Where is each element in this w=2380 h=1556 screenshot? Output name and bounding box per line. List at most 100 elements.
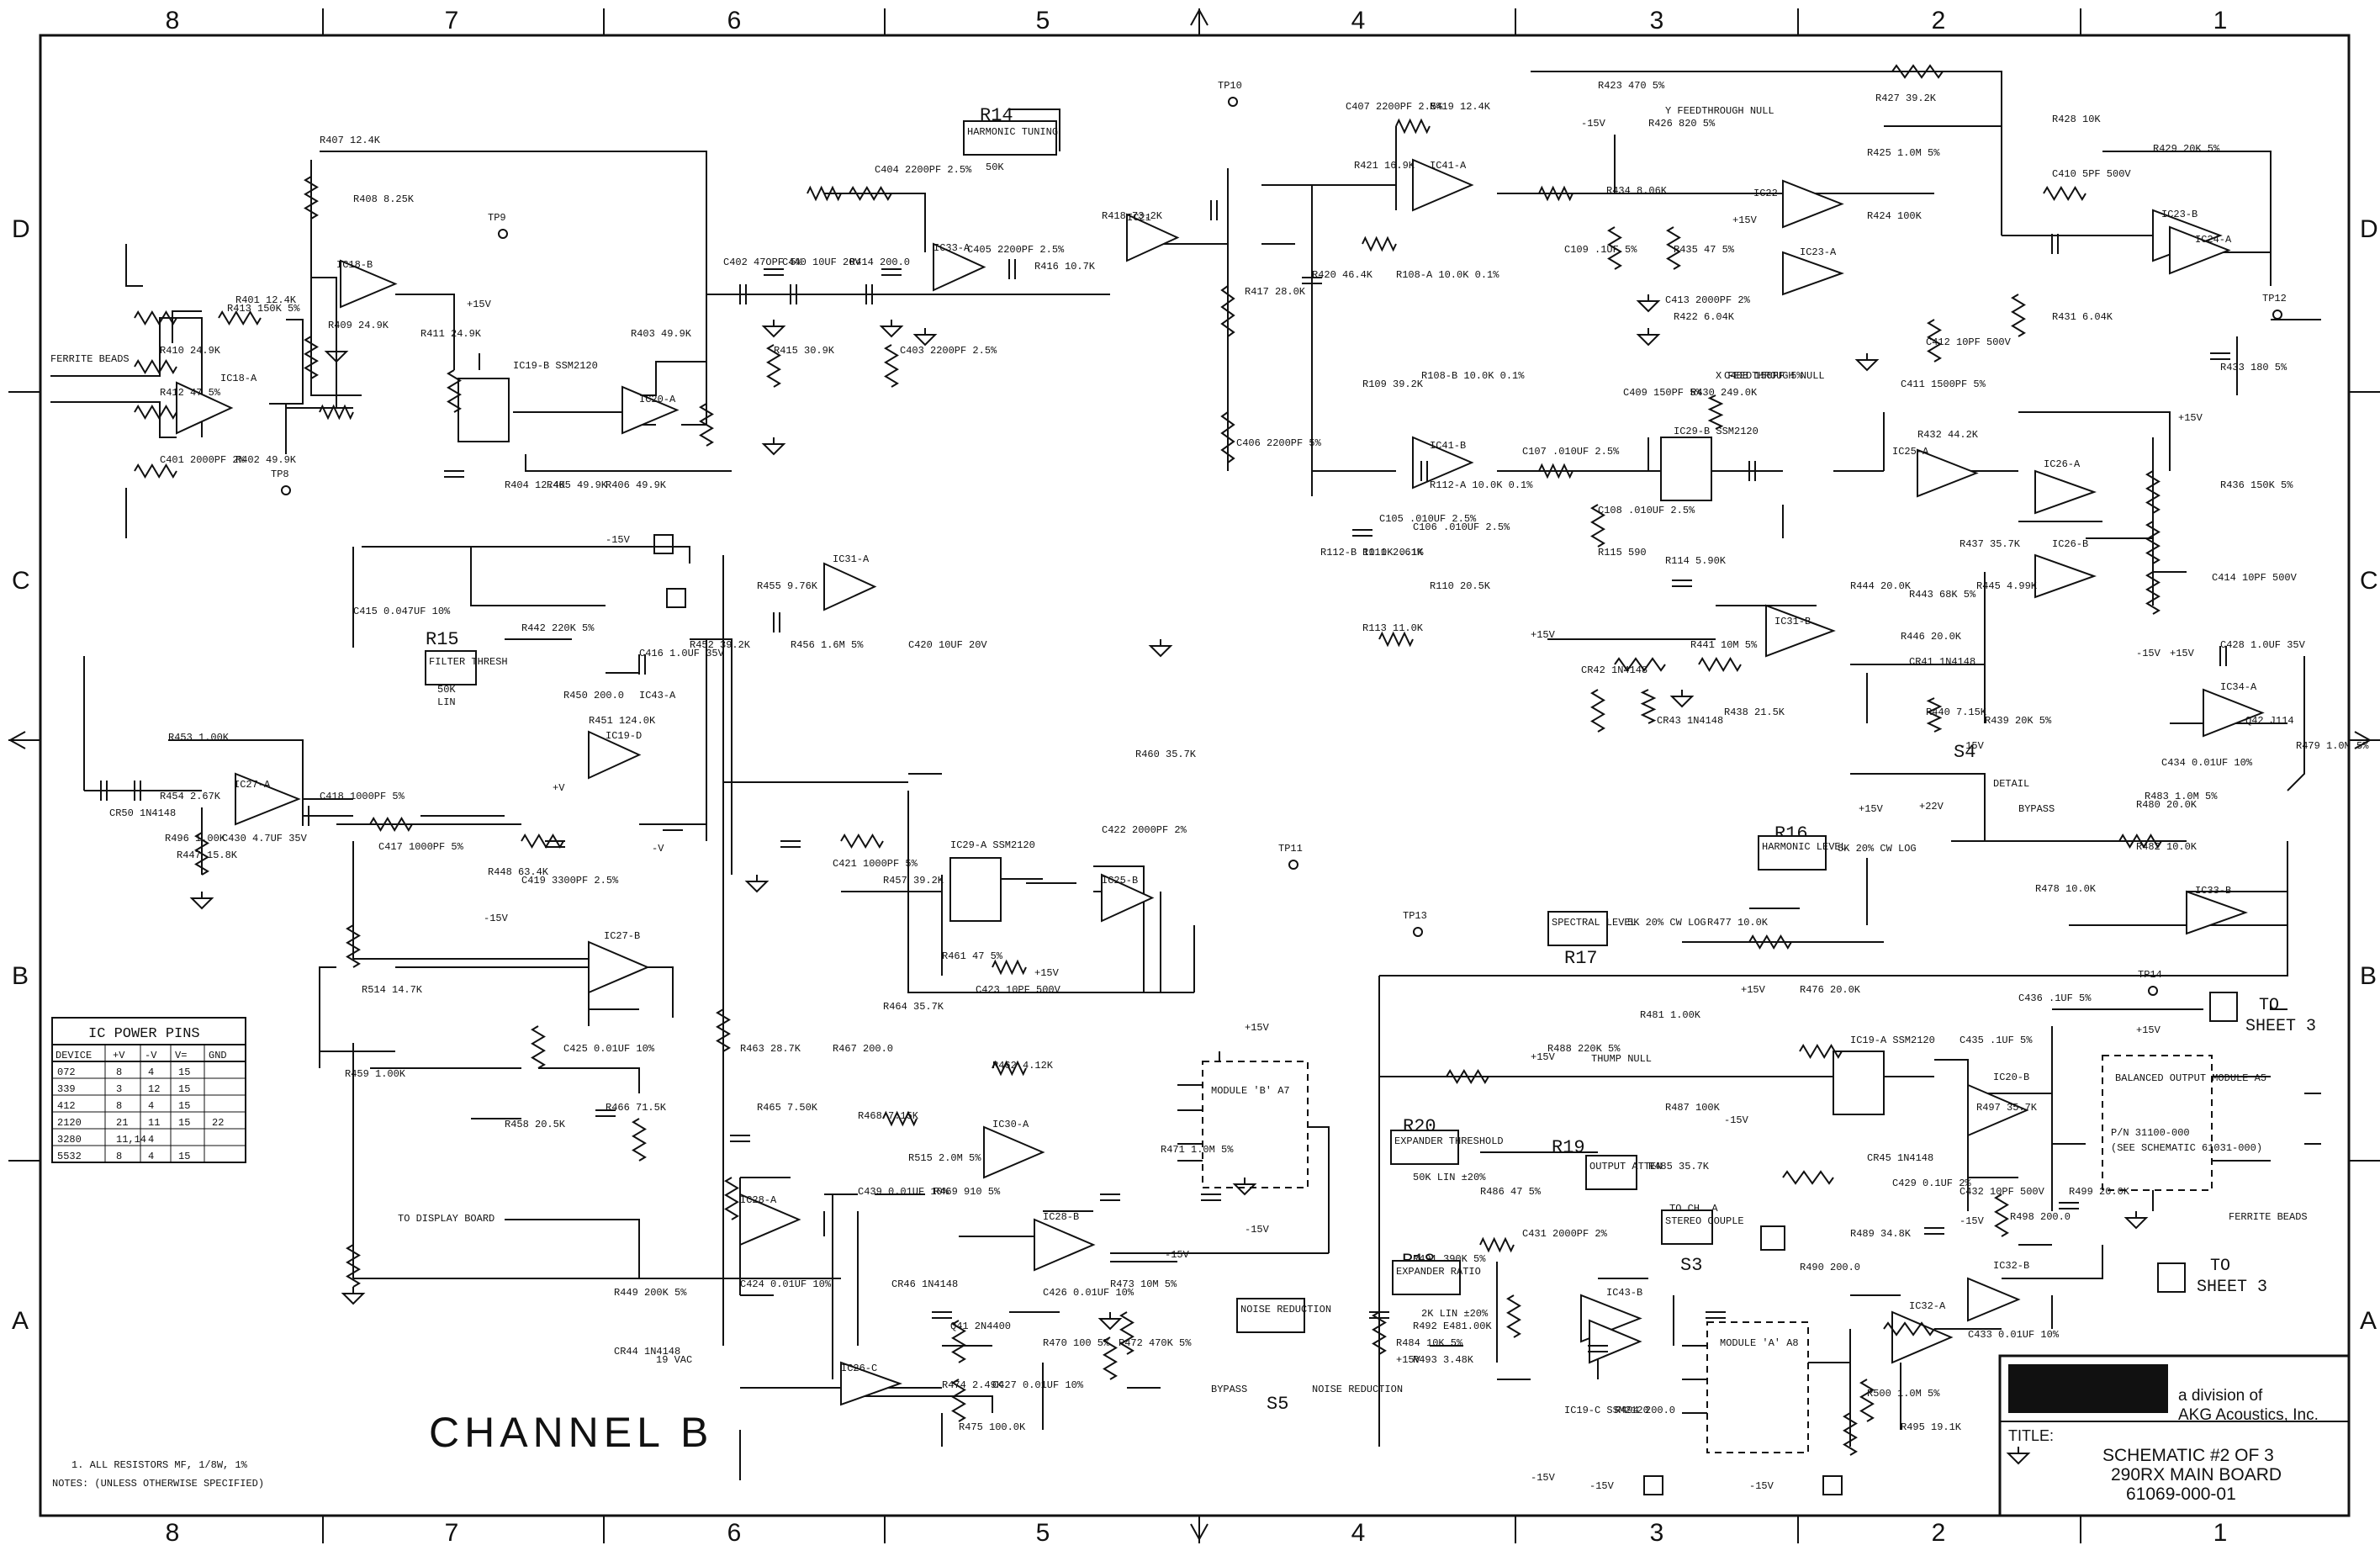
resistor-symbol <box>1927 319 1942 363</box>
resistor-symbol <box>1395 118 1431 135</box>
capacitor-symbol <box>865 284 873 304</box>
ic-label: IC33-A <box>933 242 971 254</box>
ic-label: IC28-A <box>740 1194 777 1206</box>
test-point-marker <box>1413 927 1423 937</box>
r15-taper: LIN <box>437 696 456 708</box>
component-label: R115 590 <box>1598 547 1647 558</box>
resistor-symbol <box>1220 411 1235 463</box>
ground-symbol <box>879 320 904 338</box>
power-table-cell: 2120 <box>57 1117 82 1129</box>
op-amp-symbol <box>588 730 642 780</box>
zone-column-label: 5 <box>1036 7 1050 34</box>
resistor-symbol <box>1372 1311 1387 1355</box>
component-label: R426 820 5% <box>1648 118 1716 130</box>
power-table-cell: 3280 <box>57 1134 82 1146</box>
component-label: R493 3.48K <box>1413 1354 1474 1366</box>
ic-label: IC27-B <box>604 930 640 942</box>
r14-value: 50K <box>986 161 1004 173</box>
resistor-symbol <box>951 1379 966 1422</box>
ic-label: IC19-B SSM2120 <box>513 360 598 372</box>
resistor-symbol <box>304 336 319 379</box>
component-label: C425 0.01UF 10% <box>563 1043 655 1055</box>
supply-positive-label: +15V <box>2178 412 2203 424</box>
component-label: R409 24.9K <box>328 320 389 331</box>
supply-negative-label: -15V <box>1749 1480 1774 1492</box>
component-label: R480 20.0K <box>2136 799 2198 811</box>
op-amp-symbol <box>1891 1310 1954 1364</box>
resistor-symbol <box>992 959 1027 976</box>
zone-row-label: C <box>2360 567 2378 595</box>
power-table-cell: 15 <box>178 1117 190 1129</box>
resistor-symbol <box>1883 1321 1935 1336</box>
supply-positive-label: +15V <box>1396 1354 1421 1366</box>
resistor-symbol <box>447 369 462 413</box>
balanced-output-module-label: BALANCED OUTPUT MODULE A5 <box>2115 1072 2266 1084</box>
resistor-symbol <box>1614 657 1666 672</box>
zone-column-label: 1 <box>2213 7 2228 34</box>
title-line: 290RX MAIN BOARD <box>2111 1465 2282 1485</box>
capacitor-symbol <box>730 1135 750 1142</box>
component-label: R468 7.15K <box>858 1110 919 1122</box>
ic-label: IC26-C <box>841 1363 877 1374</box>
component-label: R432 44.2K <box>1917 429 1979 441</box>
component-label: CR41 1N4148 <box>1909 656 1975 668</box>
component-label: R421 16.9K <box>1354 160 1415 172</box>
supply-positive-label: +15V <box>1531 629 1556 641</box>
component-label: R112-B 10.0K 0.1% <box>1320 547 1424 558</box>
component-label: R431 6.04K <box>2052 311 2113 323</box>
supply-positive-label: +15V <box>1531 1051 1556 1063</box>
power-table-cell: 8 <box>116 1066 122 1078</box>
supply-negative-label: -15V <box>1531 1472 1556 1484</box>
ic-label: IC31-B <box>1774 616 1811 627</box>
component-label: R443 68K 5% <box>1909 589 1976 601</box>
component-label: C423 10PF 500V <box>976 984 1061 996</box>
capacitor-symbol <box>595 1109 616 1117</box>
zone-column-label: 7 <box>445 1519 459 1547</box>
component-label: R109 39.2K <box>1362 378 1424 390</box>
component-label: R453 1.00K <box>168 732 230 744</box>
resistor-symbol <box>2118 834 2162 849</box>
resistor-symbol <box>1590 504 1605 548</box>
op-amp-symbol <box>933 242 986 292</box>
ic-label: IC29-B SSM2120 <box>1674 426 1759 437</box>
op-amp-symbol <box>1967 1277 2021 1322</box>
component-label: R490 200.0 <box>1800 1262 1860 1273</box>
component-label: R112-A 10.0K 0.1% <box>1430 479 1533 491</box>
balanced-output-part-number: P/N 31100-000 <box>2111 1127 2190 1139</box>
r17-function-box-frame <box>1547 911 1608 946</box>
drawing-number: 61069-000-01 <box>2126 1485 2236 1504</box>
op-amp-symbol <box>1412 158 1474 212</box>
op-amp-symbol <box>2203 688 2265 738</box>
ground-symbol <box>2123 1211 2149 1230</box>
resistor-symbol <box>346 924 361 968</box>
resistor-symbol <box>2145 470 2161 514</box>
power-table-cell: 15 <box>178 1083 190 1095</box>
test-point-marker <box>1288 860 1298 870</box>
resistor-symbol <box>1538 185 1573 202</box>
resistor-symbol <box>699 403 714 447</box>
component-label: C417 1000PF 5% <box>378 841 464 853</box>
ground-symbol <box>1669 690 1695 708</box>
component-label: R434 8.06K <box>1606 185 1668 197</box>
orban-logo-badge <box>2008 1364 2168 1413</box>
capacitor-symbol <box>100 781 108 801</box>
component-label: R405 49.9K <box>547 479 608 491</box>
capacitor-symbol <box>1420 461 1428 481</box>
op-amp-symbol <box>823 562 877 611</box>
component-label: R484 10K 5% <box>1396 1337 1463 1349</box>
resistor-symbol <box>882 1110 918 1127</box>
component-label: C413 2000PF 2% <box>1665 294 1751 306</box>
component-label: R451 124.0K <box>589 715 656 727</box>
power-table <box>51 1017 246 1163</box>
component-label: R419 12.4K <box>1430 101 1491 113</box>
component-label: R466 71.5K <box>606 1102 667 1114</box>
zone-row-label: A <box>12 1307 29 1335</box>
component-label: R497 35.7K <box>1976 1102 2038 1114</box>
resistor-symbol <box>807 185 842 202</box>
supply-positive-label: +15V <box>1741 984 1766 996</box>
op-amp-symbol <box>2034 553 2097 599</box>
ground-symbol <box>744 875 770 893</box>
resistor-symbol <box>632 1118 647 1162</box>
op-amp-symbol <box>983 1125 1045 1179</box>
component-label: R455 9.76K <box>757 580 818 592</box>
